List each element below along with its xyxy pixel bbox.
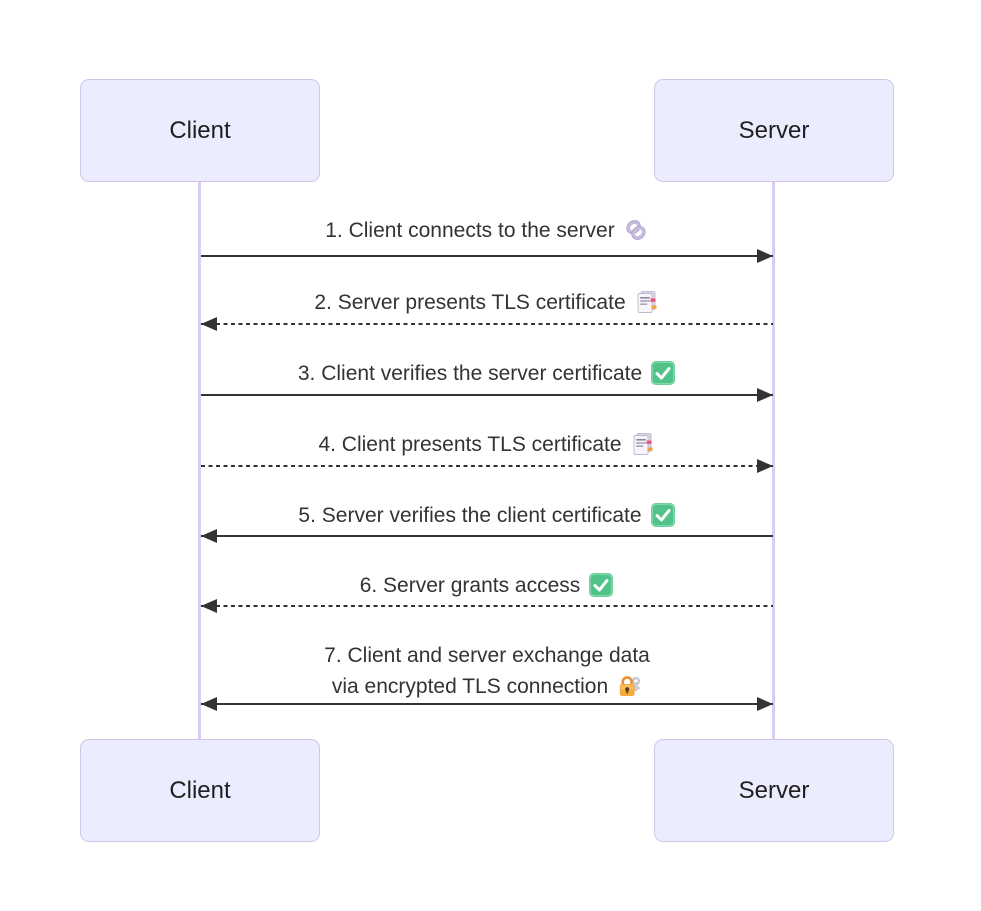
- arrowhead-right-icon: [757, 697, 773, 711]
- arrowhead-right-icon: [757, 249, 773, 263]
- actor-client-top: Client: [80, 79, 320, 182]
- message-2-arrow: [201, 317, 773, 331]
- actor-server-top-label: Server: [738, 116, 810, 144]
- bookmark-tabs-icon: [630, 431, 656, 457]
- check-mark-button-icon: [649, 359, 677, 387]
- message-4-arrow: [201, 459, 773, 473]
- message-1-arrow: [201, 249, 773, 263]
- check-mark-button-icon: [649, 501, 677, 529]
- message-6-text: 6. Server grants access: [359, 574, 581, 597]
- message-4-text: 4. Client presents TLS certificate: [318, 433, 622, 456]
- message-7-label: 7. Client and server exchange data via e…: [200, 640, 774, 702]
- arrowhead-left-icon: [201, 317, 217, 331]
- message-2-text: 2. Server presents TLS certificate: [314, 291, 626, 314]
- message-2-label: 2. Server presents TLS certificate: [200, 287, 774, 318]
- message-5-arrow: [201, 529, 773, 543]
- message-7-arrow: [201, 697, 773, 711]
- message-3-label: 3. Client verifies the server certificat…: [200, 358, 774, 389]
- locked-with-key-icon: [616, 673, 642, 699]
- message-4-label: 4. Client presents TLS certificate: [200, 429, 774, 460]
- actor-client-bottom-label: Client: [169, 776, 231, 804]
- arrowhead-right-icon: [757, 388, 773, 402]
- message-7-text-line2: via encrypted TLS connection: [200, 671, 774, 702]
- message-6-arrow: [201, 599, 773, 613]
- actor-server-bottom-label: Server: [738, 776, 810, 804]
- message-5-label: 5. Server verifies the client certificat…: [200, 500, 774, 531]
- arrowhead-left-icon: [201, 529, 217, 543]
- actor-server-top: Server: [654, 79, 894, 182]
- lifeline-client: [198, 182, 201, 739]
- actor-server-bottom: Server: [654, 739, 894, 842]
- message-1-label: 1. Client connects to the server: [200, 215, 774, 246]
- bookmark-tabs-icon: [634, 289, 660, 315]
- check-mark-button-icon: [587, 571, 615, 599]
- actor-client-bottom: Client: [80, 739, 320, 842]
- message-3-text: 3. Client verifies the server certificat…: [297, 362, 643, 385]
- arrowhead-left-icon: [201, 697, 217, 711]
- message-6-label: 6. Server grants access: [200, 570, 774, 601]
- actor-client-top-label: Client: [169, 116, 231, 144]
- message-1-text: 1. Client connects to the server: [325, 219, 615, 242]
- arrowhead-left-icon: [201, 599, 217, 613]
- link-icon: [622, 216, 650, 244]
- message-3-arrow: [201, 388, 773, 402]
- arrowhead-right-icon: [757, 459, 773, 473]
- message-5-text: 5. Server verifies the client certificat…: [298, 504, 642, 527]
- lifeline-server: [772, 182, 775, 739]
- message-7-text-line1: 7. Client and server exchange data: [324, 644, 650, 667]
